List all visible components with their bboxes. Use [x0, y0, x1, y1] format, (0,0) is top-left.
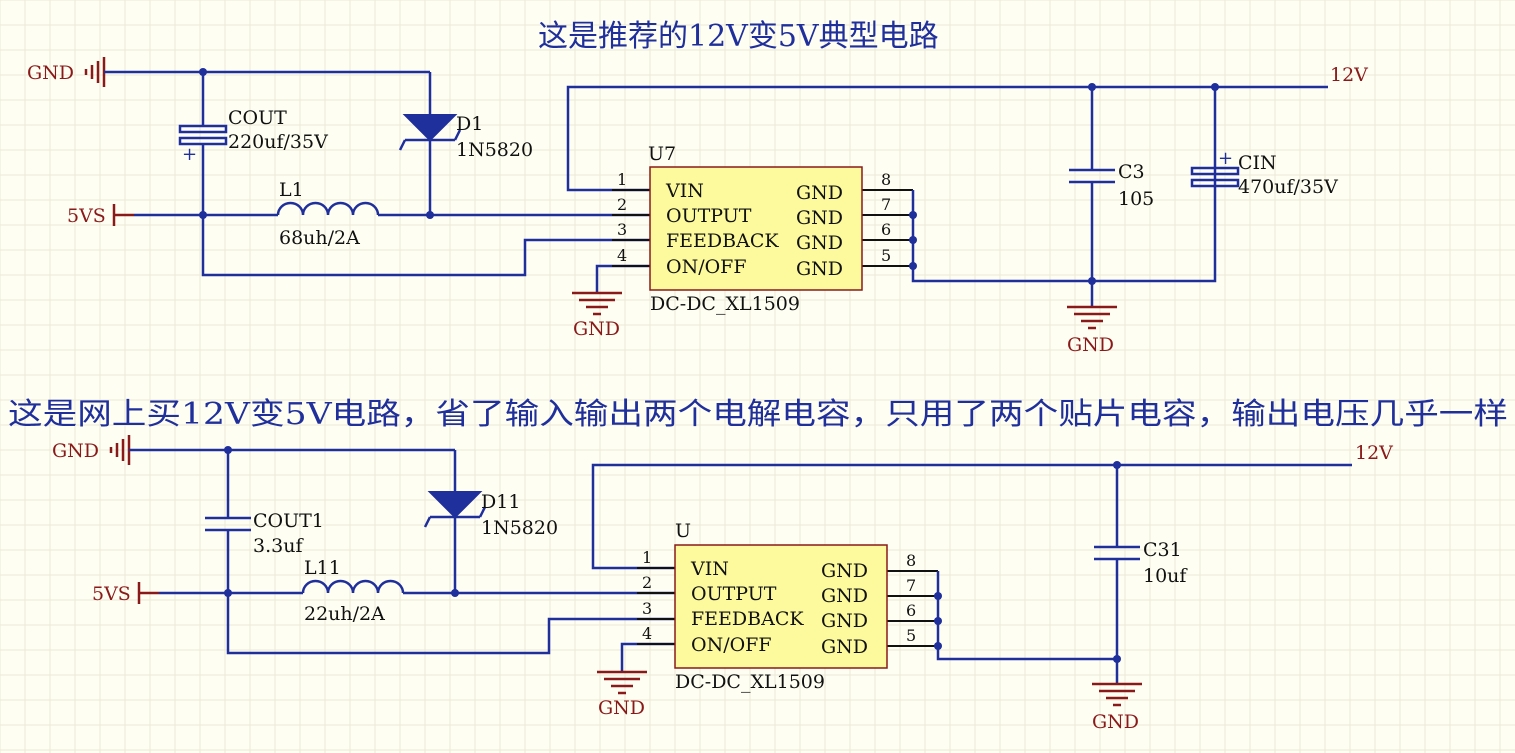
cin-name: CIN [1238, 152, 1277, 174]
gnd-label-ic-bottom: GND [598, 697, 645, 719]
pin-onoff: ON/OFF [691, 634, 772, 656]
ic-u7 [612, 166, 913, 291]
pin-number: 3 [642, 599, 652, 618]
pin-number: 4 [642, 624, 652, 643]
gnd-symbol-ic-top [572, 291, 622, 316]
pin-number: 8 [906, 551, 916, 570]
svg-text:+: + [182, 144, 197, 165]
pin-gnd: GND [821, 560, 868, 582]
12v-label-top: 12V [1330, 64, 1368, 86]
pin-gnd: GND [821, 636, 868, 658]
pin-number: 8 [881, 170, 891, 189]
c3-value: 105 [1118, 188, 1154, 210]
pin-number: 6 [906, 601, 916, 620]
pin-number: 5 [881, 246, 891, 265]
cout1-capacitor [205, 450, 251, 593]
gnd-label-ic-top: GND [573, 318, 620, 340]
12v-label-bottom: 12V [1355, 442, 1393, 464]
c31-value: 10uf [1143, 565, 1188, 587]
cin-capacitor: + [1190, 148, 1240, 188]
gnd-label-cap-bottom: GND [1092, 711, 1139, 733]
l11-value: 22uh/2A [304, 603, 385, 625]
gnd-label-cap-top: GND [1067, 334, 1114, 356]
gnd-symbol-bottom-left [109, 435, 228, 465]
pin-feedback: FEEDBACK [691, 608, 804, 630]
d1-name: D1 [456, 113, 483, 135]
c3-name: C3 [1118, 161, 1145, 183]
bottom-title: 这是网上买12V变5V电路，省了输入输出两个电解电容，只用了两个贴片电容，输出电… [8, 397, 1508, 432]
ic-u [637, 544, 938, 669]
c31-capacitor [1094, 465, 1140, 684]
5vs-port-top [112, 204, 134, 226]
pin-gnd: GND [821, 610, 868, 632]
pin-number: 3 [617, 220, 627, 239]
ic-ref-top: U7 [648, 143, 676, 165]
ic-part-bottom: DC-DC_XL1509 [675, 671, 825, 693]
d11-diode [423, 450, 487, 593]
ic-part-top: DC-DC_XL1509 [650, 293, 800, 315]
cout-capacitor: + [178, 72, 228, 215]
pin-gnd: GND [796, 232, 843, 254]
l1-name: L1 [279, 179, 304, 201]
pin-number: 5 [906, 626, 916, 645]
pin-gnd: GND [796, 182, 843, 204]
top-title: 这是推荐的12V变5V典型电路 [538, 19, 939, 54]
l11-name: L11 [304, 557, 341, 579]
d1-diode [398, 72, 462, 215]
5vs-label-top: 5VS [67, 205, 106, 227]
5vs-port-bottom [137, 582, 159, 604]
bottom-circuit: GND COUT1 3.3uf D11 1N5820 5VS [52, 435, 1393, 733]
5vs-label-bottom: 5VS [92, 583, 131, 605]
l11-inductor [301, 579, 405, 594]
cout-value: 220uf/35V [228, 131, 328, 153]
svg-text:+: + [1218, 148, 1233, 169]
pin-number: 1 [642, 548, 652, 567]
gnd-symbol-cap-bottom [1092, 682, 1142, 707]
cout1-value: 3.3uf [253, 535, 304, 557]
pin-number: 6 [881, 220, 891, 239]
pin-number: 4 [617, 246, 627, 265]
pin-number: 2 [617, 195, 627, 214]
pin-gnd: GND [821, 585, 868, 607]
gnd-symbol-ic-bottom [597, 670, 647, 695]
pin-number: 1 [617, 170, 627, 189]
cin-value: 470uf/35V [1238, 176, 1338, 198]
pin-vin: VIN [690, 558, 729, 580]
gnd-label-bottom-left: GND [52, 440, 99, 462]
top-circuit: GND + COUT 220uf/35V D1 1N5820 [27, 57, 1368, 356]
d11-value: 1N5820 [481, 517, 558, 539]
pin-output: OUTPUT [666, 205, 752, 227]
l1-value: 68uh/2A [279, 227, 360, 249]
ic-ref-bottom: U [675, 520, 691, 542]
pin-number: 7 [881, 195, 891, 214]
l1-inductor [276, 201, 380, 216]
pin-gnd: GND [796, 207, 843, 229]
pin-vin: VIN [665, 180, 704, 202]
pin-feedback: FEEDBACK [666, 230, 779, 252]
gnd-label-top-left: GND [27, 62, 74, 84]
pin-onoff: ON/OFF [666, 256, 747, 278]
cout-name: COUT [228, 107, 287, 129]
pin-output: OUTPUT [691, 583, 777, 605]
gnd-symbol-cap-top [1067, 305, 1117, 330]
cout1-name: COUT1 [253, 510, 324, 532]
d1-value: 1N5820 [456, 139, 533, 161]
pin-gnd: GND [796, 258, 843, 280]
pin-number: 7 [906, 576, 916, 595]
c3-capacitor [1069, 87, 1115, 307]
d11-name: D11 [481, 491, 520, 513]
c31-name: C31 [1143, 539, 1182, 561]
pin-number: 2 [642, 573, 652, 592]
gnd-symbol-top-left [84, 57, 203, 87]
